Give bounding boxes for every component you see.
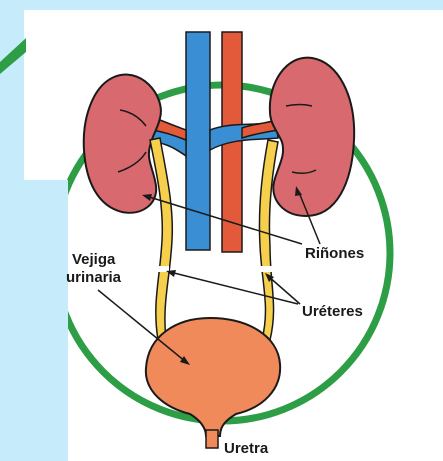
label-bladder-line1: Vejiga: [72, 250, 115, 269]
left-overlay-box: [0, 180, 68, 461]
urethra: [206, 430, 218, 448]
vena-cava: [186, 32, 210, 250]
label-ureters: Uréteres: [302, 302, 363, 321]
label-kidneys: Riñones: [305, 244, 364, 263]
background-green-arc: [0, 38, 26, 74]
kidney-left: [84, 75, 161, 213]
ureter-right-marker: [260, 266, 272, 272]
label-bladder-line2: urinaria: [66, 268, 121, 287]
label-urethra: Uretra: [224, 439, 268, 458]
kidney-right: [270, 58, 354, 216]
